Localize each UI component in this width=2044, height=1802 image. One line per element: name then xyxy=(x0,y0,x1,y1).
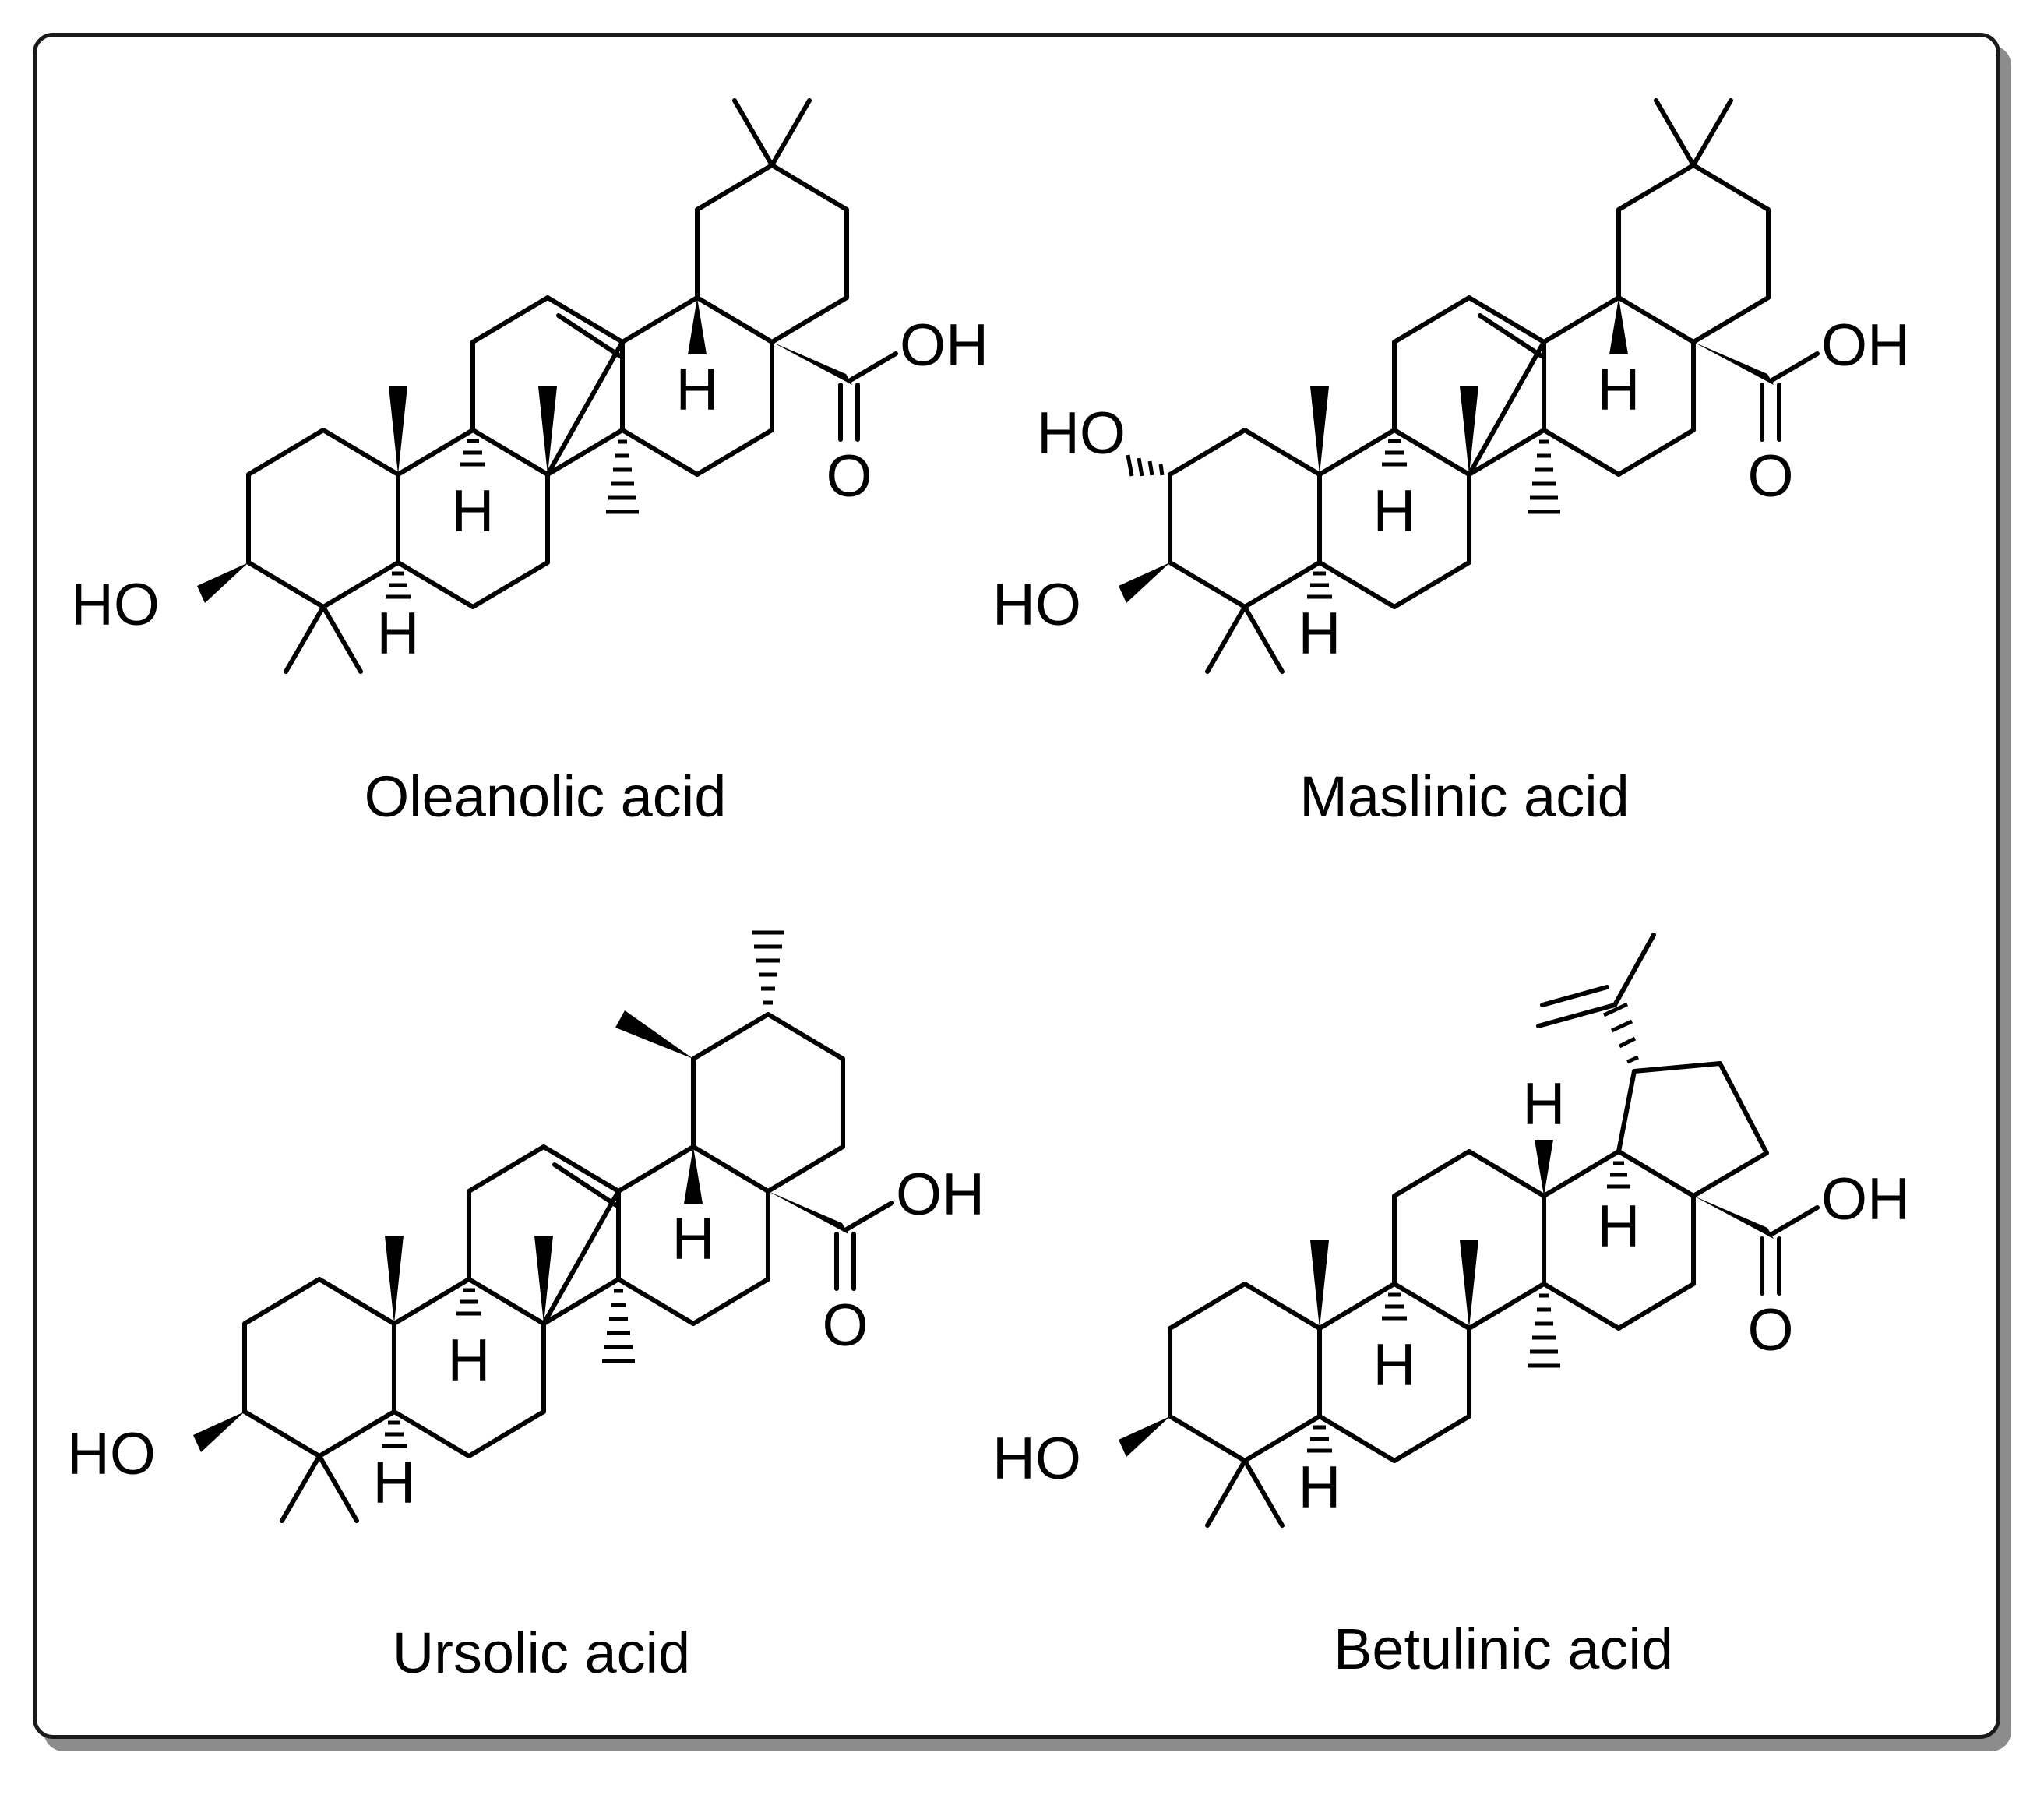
c3-hydroxyl-label: HO xyxy=(67,1421,156,1487)
c9-hydrogen-label: H xyxy=(1373,1332,1416,1398)
carbonyl-oxygen-label: O xyxy=(1747,443,1793,510)
oleanolic-acid-structure: HO H H H OH O xyxy=(71,101,989,672)
c2-hydroxyl-label: HO xyxy=(1037,400,1126,467)
carbonyl-oxygen-label: O xyxy=(826,443,872,510)
compound-name-betulinic: Betulinic acid xyxy=(1334,1617,1673,1681)
acid-hydroxyl-label: OH xyxy=(896,1162,985,1228)
compound-name-ursolic: Ursolic acid xyxy=(393,1620,690,1685)
c5-hydrogen-label: H xyxy=(1299,1455,1341,1521)
maslinic-acid-structure: HO HO H H H OH O xyxy=(992,101,1910,672)
acid-hydroxyl-label: OH xyxy=(900,312,989,379)
compound-name-oleanolic: Oleanolic acid xyxy=(365,764,727,829)
acid-hydroxyl-label: OH xyxy=(1821,1166,1910,1232)
maslinic-atom-labels: HO HO H H H OH O xyxy=(992,312,1910,667)
compound-name-maslinic: Maslinic acid xyxy=(1299,764,1630,829)
c9-hydrogen-label: H xyxy=(452,478,495,545)
c13-hydrogen-label: H xyxy=(1523,1071,1566,1137)
c5-hydrogen-label: H xyxy=(377,601,420,667)
c9-hydrogen-label: H xyxy=(1373,478,1416,545)
figure-frame xyxy=(33,33,2000,1739)
c18-hydrogen-label: H xyxy=(1598,1194,1640,1260)
c18-hydrogen-label: H xyxy=(676,357,719,423)
ursolic-acid-structure: HO H H H OH O xyxy=(67,930,985,1521)
betulinic-acid-structure: HO H H H H OH O xyxy=(992,933,1910,1528)
c18-hydrogen-label: H xyxy=(672,1206,715,1272)
carbonyl-oxygen-label: O xyxy=(1747,1297,1793,1363)
c3-hydroxyl-label: HO xyxy=(71,572,160,638)
c5-hydrogen-label: H xyxy=(373,1450,416,1516)
c3-hydroxyl-label: HO xyxy=(992,572,1081,638)
c18-hydrogen-label: H xyxy=(1598,357,1640,423)
carbonyl-oxygen-label: O xyxy=(822,1292,868,1359)
oleanolic-atom-labels: HO H H H OH O xyxy=(71,312,989,667)
acid-hydroxyl-label: OH xyxy=(1821,312,1910,379)
c3-hydroxyl-label: HO xyxy=(992,1426,1081,1492)
c5-hydrogen-label: H xyxy=(1299,601,1341,667)
betulinic-atom-labels: HO H H H H OH O xyxy=(992,1071,1910,1521)
c9-hydrogen-label: H xyxy=(448,1328,491,1394)
ursolic-atom-labels: HO H H H OH O xyxy=(67,1162,985,1516)
